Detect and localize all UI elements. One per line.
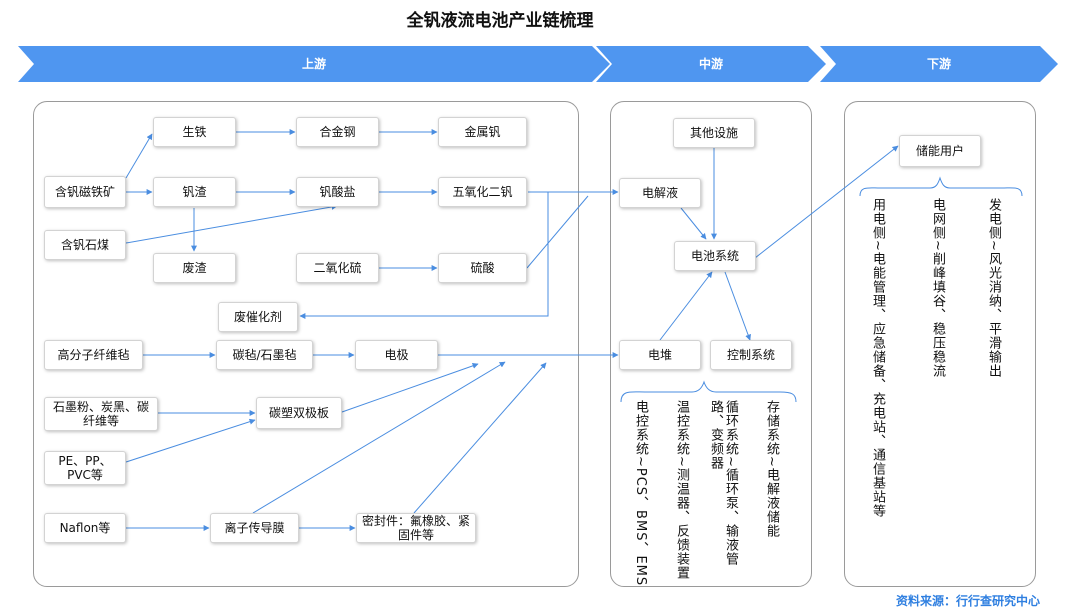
stage-label-downstream: 下游 (926, 57, 951, 71)
stage-label-midstream: 中游 (698, 57, 723, 71)
stage-band-midstream: 中游 (596, 46, 826, 82)
node-sulfur-dioxide: 二氧化硫 (296, 253, 379, 283)
node-v-magnetite-ore: 含钒磁铁矿 (44, 176, 126, 208)
control-detail-thermal: 温控系统~测温器、反馈装置 (674, 400, 689, 580)
node-vanadate: 钒酸盐 (296, 177, 379, 207)
node-electrolyte: 电解液 (619, 178, 701, 208)
node-v2o5: 五氧化二钒 (438, 177, 527, 207)
downstream-panel (844, 101, 1036, 587)
source-note: 资料来源：行行查研究中心 (895, 594, 1040, 608)
node-other-facilities: 其他设施 (673, 118, 755, 148)
page-title: 全钒液流电池产业链梳理 (406, 11, 594, 31)
node-pe-pp-pvc: PE、PP、PVC等 (44, 451, 126, 485)
node-seal: 密封件：氟橡胶、紧固件等 (356, 513, 476, 543)
stage-label-upstream: 上游 (301, 57, 326, 71)
control-detail-electric: 电控系统~PCS、BMS、EMS (633, 400, 648, 587)
node-graphite-powder-mix: 石墨粉、炭黑、碳纤维等 (44, 397, 158, 431)
node-naflon: Naflon等 (44, 513, 126, 543)
node-bipolar-plate: 碳塑双极板 (256, 397, 342, 429)
node-carbon-graphite-felt: 碳毡/石墨毡 (216, 340, 313, 370)
user-detail-grid-side: 电网侧~削峰填谷、稳压稳流 (930, 198, 945, 378)
node-ion-membrane: 离子传导膜 (210, 513, 299, 543)
node-spent-catalyst: 废催化剂 (218, 302, 298, 332)
control-detail-storage: 存储系统~电解液储能 (764, 400, 779, 538)
stage-band-downstream: 下游 (820, 46, 1058, 82)
user-detail-generation-side: 发电侧~风光消纳、平滑输出 (986, 198, 1001, 378)
node-stack: 电堆 (619, 340, 701, 370)
node-waste-slag: 废渣 (153, 253, 236, 283)
node-electrode: 电极 (355, 340, 438, 370)
node-sulfuric-acid: 硫酸 (438, 253, 527, 283)
node-alloy-steel: 合金钢 (296, 117, 379, 147)
node-v-slag: 钒渣 (153, 177, 236, 207)
node-polymer-fiber-felt: 高分子纤维毡 (44, 340, 143, 370)
node-pig-iron: 生铁 (153, 117, 236, 147)
control-detail-circulation: 循环系统~循环泵、输液管路、变频器 (708, 400, 738, 566)
stage-band-upstream: 上游 (18, 46, 610, 82)
node-v-stone-coal: 含钒石煤 (44, 230, 126, 260)
user-detail-consumption-side: 用电侧~电能管理、应急储备、充电站、通信基站等 (870, 198, 885, 518)
node-storage-user: 储能用户 (899, 135, 981, 167)
node-metal-vanadium: 金属钒 (438, 117, 527, 147)
node-battery-system: 电池系统 (674, 241, 756, 271)
node-control-system: 控制系统 (710, 340, 792, 370)
